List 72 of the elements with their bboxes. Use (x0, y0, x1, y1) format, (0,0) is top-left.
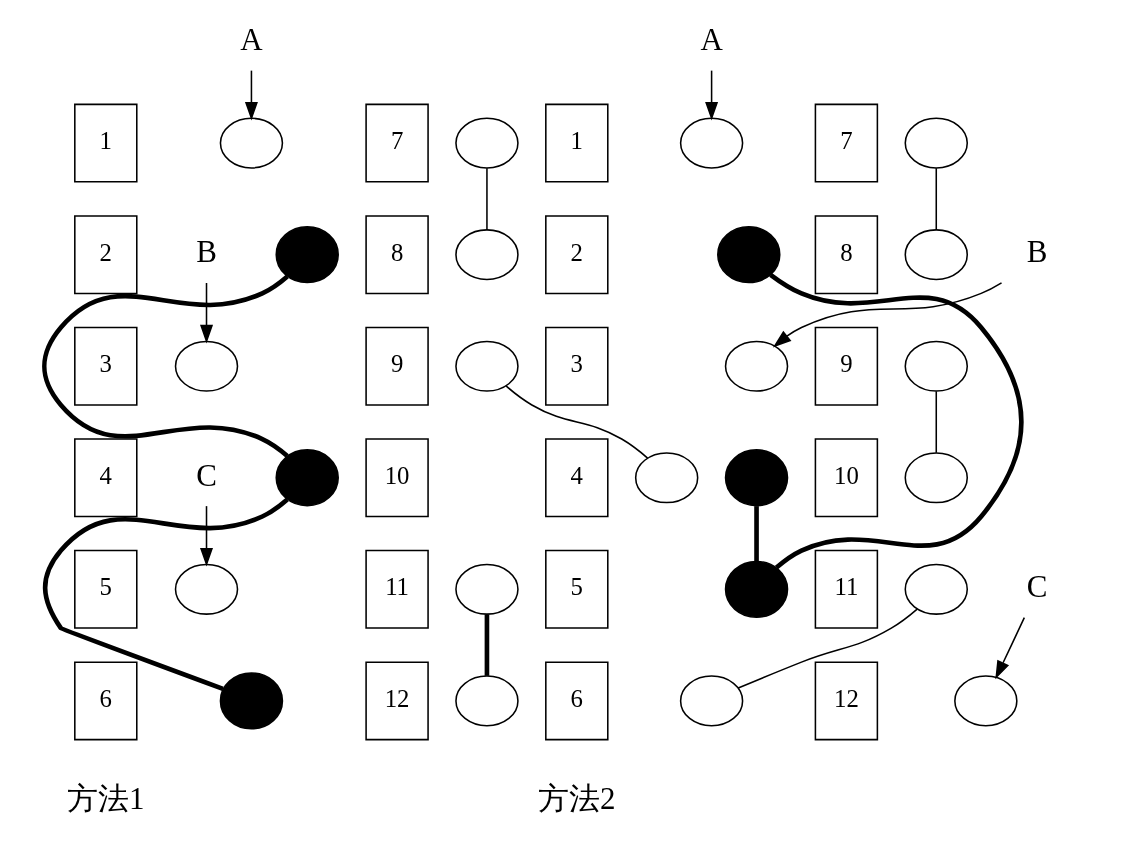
node-disc (724, 449, 788, 507)
node-circle (454, 229, 519, 281)
node-box: 8 (814, 215, 878, 295)
label: 方法2 (537, 781, 616, 817)
node-box: 8 (364, 215, 429, 295)
node-box: 12 (364, 661, 429, 741)
node-circle (454, 340, 519, 392)
node-disc (274, 226, 339, 284)
node-circle (904, 340, 968, 392)
node-circle (904, 452, 968, 504)
node-box: 11 (364, 549, 429, 629)
node-disc (274, 449, 339, 507)
node-box: 4 (73, 438, 138, 518)
node-circle (904, 117, 968, 169)
arrow (244, 69, 258, 121)
node-box: 10 (364, 438, 429, 518)
connector (935, 167, 937, 231)
node-box: 7 (364, 103, 429, 183)
connector (935, 390, 937, 454)
node-box: 9 (814, 326, 878, 406)
connector (736, 608, 918, 689)
node-text: A (239, 22, 263, 58)
node-box: 5 (73, 549, 138, 629)
node-box: 11 (814, 549, 878, 629)
arrow (994, 616, 1025, 680)
arrow (199, 505, 213, 567)
node-circle (679, 675, 743, 727)
arrow (704, 69, 718, 121)
connector (768, 272, 1024, 570)
node-box: 3 (544, 326, 609, 406)
node-box: 10 (814, 438, 878, 518)
node-circle (904, 563, 968, 615)
node-box: 5 (544, 549, 609, 629)
node-box: 2 (544, 215, 609, 295)
connector (484, 614, 489, 676)
label: 方法1 (66, 781, 145, 817)
connector (41, 274, 289, 458)
node-circle (454, 117, 519, 169)
node-text: C (1026, 569, 1047, 605)
node-circle (174, 563, 238, 615)
node-circle (219, 117, 283, 169)
node-box: 2 (73, 215, 138, 295)
node-box: 7 (814, 103, 878, 183)
node-disc (219, 672, 283, 730)
arrow (772, 282, 1002, 348)
node-box: 6 (73, 661, 138, 741)
node-text: A (699, 22, 723, 58)
node-box: 1 (73, 103, 138, 183)
node-box: 1 (544, 103, 609, 183)
node-box: 9 (364, 326, 429, 406)
node-disc (716, 226, 781, 284)
node-box: 12 (814, 661, 878, 741)
node-box: 6 (544, 661, 609, 741)
connector (753, 506, 759, 562)
arrow (199, 282, 213, 344)
node-text: B (1026, 234, 1047, 270)
node-circle (174, 340, 238, 392)
node-box: 3 (73, 326, 138, 406)
node-box: 4 (544, 438, 609, 518)
node-text: C (195, 457, 217, 493)
node-circle (454, 675, 519, 727)
node-text: B (195, 234, 217, 270)
node-circle (953, 675, 1018, 727)
node-circle (904, 229, 968, 281)
connector (485, 167, 488, 231)
connector (42, 497, 289, 691)
node-disc (724, 560, 788, 618)
connector (504, 385, 648, 459)
node-circle (454, 563, 519, 615)
node-circle (724, 340, 788, 392)
node-circle (679, 117, 743, 169)
node-circle (634, 452, 698, 504)
